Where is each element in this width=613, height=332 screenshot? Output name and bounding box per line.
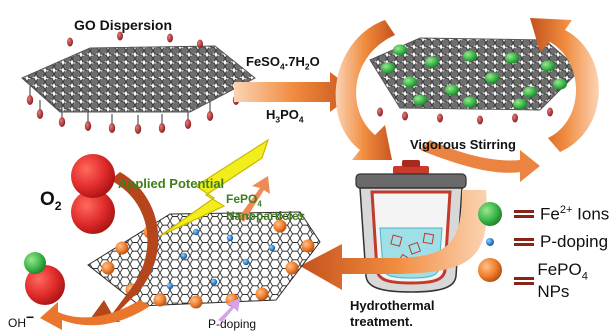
np-up-arrow [238,176,270,222]
legend-spheres [478,202,502,282]
reagent-h3po4-label: H3PO4 [266,107,304,125]
legend-item-fe-ions: Fe2+ Ions [504,204,609,225]
return-arrow [300,190,487,290]
o2-molecule-icon [71,154,115,234]
legend-bars-icon [514,209,534,219]
product-arrow [40,300,150,330]
vigorous-stirring-label: Vigorous Stirring [410,137,516,152]
go-dispersion-label: GO Dispersion [74,17,173,33]
pdoping-arrow [218,298,240,322]
legend-item-p-doping: P-doping [504,232,608,252]
o2-label: O2 [40,189,62,213]
down-arrow [420,140,540,182]
applied-potential-label: Applied Potential [118,176,225,191]
circular-arrow-icon [335,20,395,160]
oh-molecule-icon [24,252,65,305]
reduction-arrow [88,172,159,322]
circular-arrow-icon [530,18,599,152]
fepo4-nanoparticles-label: FePO4 Nanoparticles [226,192,306,224]
oh-label: OH− [8,309,35,330]
reagent-feso4-label: FeSO4.7H2O [246,54,320,72]
go-sheet-icon [21,31,256,134]
legend-bars-icon [514,237,534,247]
legend-item-fepo4-nps: FePO4 NPs [504,260,613,302]
legend-label: P-doping [540,232,609,251]
lightning-bolt-icon [159,138,270,237]
doped-graphene-sheet-icon [87,211,321,309]
hydrothermal-label: Hydrothermal treatment. [350,298,435,330]
legend-label: Fe2+ Ions [540,204,610,224]
legend-bars-icon [514,276,535,286]
legend-label: FePO4 NPs [537,260,588,302]
p-doping-label: P-doping [208,317,257,331]
stirring-sheet-icon [369,37,581,125]
reagent-arrow [234,72,356,112]
